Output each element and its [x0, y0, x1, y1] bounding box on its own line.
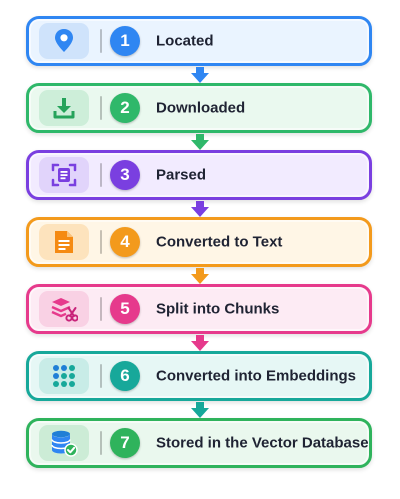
text-document-icon: [39, 224, 89, 260]
down-arrow-icon: [191, 134, 209, 150]
step-label: Converted into Embeddings: [156, 367, 357, 385]
step-number-badge: 5: [110, 294, 140, 324]
step-number-badge: 1: [110, 26, 140, 56]
down-arrow-icon: [191, 268, 209, 284]
step-number-badge: 4: [110, 227, 140, 257]
down-arrow-icon: [191, 402, 209, 418]
step-divider: [100, 364, 102, 388]
step-3-parsed: 3 Parsed: [26, 150, 372, 200]
download-icon: [39, 90, 89, 126]
step-7-stored-in-vector-database: 7 Stored in the Vector Database: [26, 418, 372, 468]
step-label: Stored in the Vector Database: [156, 434, 369, 452]
database-check-icon: [39, 425, 89, 461]
step-label: Split into Chunks: [156, 300, 280, 318]
step-number-badge: 6: [110, 361, 140, 391]
step-divider: [100, 431, 102, 455]
down-arrow-icon: [191, 335, 209, 351]
split-layers-icon: [39, 291, 89, 327]
step-4-converted-to-text: 4 Converted to Text: [26, 217, 372, 267]
step-label: Parsed: [156, 166, 207, 184]
step-5-split-into-chunks: 5 Split into Chunks: [26, 284, 372, 334]
step-6-converted-into-embeddings: 6 Converted into Embeddings: [26, 351, 372, 401]
down-arrow-icon: [191, 67, 209, 83]
step-label: Converted to Text: [156, 233, 283, 251]
down-arrow-icon: [191, 201, 209, 217]
location-pin-icon: [39, 23, 89, 59]
step-number-badge: 3: [110, 160, 140, 190]
step-1-located: 1 Located: [26, 16, 372, 66]
step-divider: [100, 297, 102, 321]
step-divider: [100, 29, 102, 53]
step-number-badge: 7: [110, 428, 140, 458]
step-number-badge: 2: [110, 93, 140, 123]
step-2-downloaded: 2 Downloaded: [26, 83, 372, 133]
step-divider: [100, 230, 102, 254]
step-label: Downloaded: [156, 99, 246, 117]
dot-grid-icon: [39, 358, 89, 394]
scan-document-icon: [39, 157, 89, 193]
step-divider: [100, 96, 102, 120]
step-divider: [100, 163, 102, 187]
step-label: Located: [156, 32, 214, 50]
